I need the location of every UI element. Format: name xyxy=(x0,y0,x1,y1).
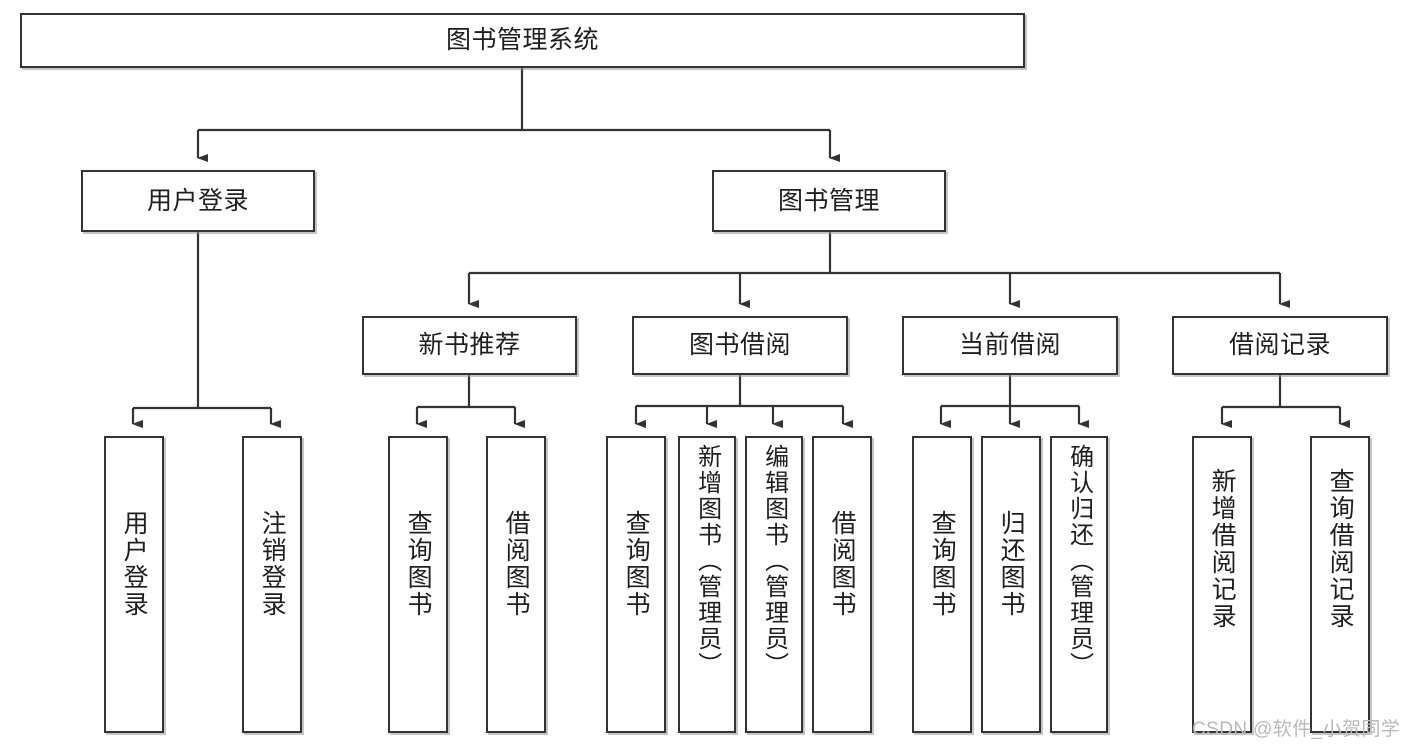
leaf-current-return-book[interactable]: 归还图书 xyxy=(981,436,1041,733)
leaf-recommend-borrow-book[interactable]: 借阅图书 xyxy=(486,436,546,733)
node-label: 图书借阅 xyxy=(688,331,791,360)
leaf-recommend-query-book[interactable]: 查询图书 xyxy=(388,436,448,733)
node-label: 归还图书 xyxy=(997,510,1026,618)
node-borrow-record[interactable]: 借阅记录 xyxy=(1172,316,1388,375)
node-label: 编辑图书（管理员） xyxy=(760,444,788,678)
node-new-book-recommend[interactable]: 新书推荐 xyxy=(362,316,577,375)
node-label: 新增图书（管理员） xyxy=(693,444,721,678)
leaf-user-login-do[interactable]: 用户登录 xyxy=(104,436,164,733)
node-label: 用户登录 xyxy=(146,186,249,215)
leaf-borrow-query-book[interactable]: 查询图书 xyxy=(606,436,666,733)
node-label: 借阅记录 xyxy=(1228,331,1331,360)
node-root-system[interactable]: 图书管理系统 xyxy=(20,13,1025,68)
node-label: 查询图书 xyxy=(404,510,433,618)
node-label: 当前借阅 xyxy=(958,331,1061,360)
node-label: 查询图书 xyxy=(928,510,957,618)
leaf-current-query-book[interactable]: 查询图书 xyxy=(912,436,972,733)
node-label: 用户登录 xyxy=(120,510,149,618)
leaf-current-confirm-return-admin[interactable]: 确认归还（管理员） xyxy=(1050,436,1108,733)
node-label: 注销登录 xyxy=(258,510,287,618)
leaf-user-logout[interactable]: 注销登录 xyxy=(242,436,302,733)
node-label: 图书管理系统 xyxy=(445,26,599,55)
node-label: 新增借阅记录 xyxy=(1208,468,1237,630)
leaf-record-query-record[interactable]: 查询借阅记录 xyxy=(1310,436,1370,733)
leaf-borrow-borrow-book[interactable]: 借阅图书 xyxy=(812,436,872,733)
node-label: 借阅图书 xyxy=(828,510,857,618)
node-book-management[interactable]: 图书管理 xyxy=(712,170,946,232)
leaf-record-add-record[interactable]: 新增借阅记录 xyxy=(1192,436,1252,733)
node-book-borrow[interactable]: 图书借阅 xyxy=(632,316,848,375)
watermark-text: CSDN @软件_小贺同学 xyxy=(1192,719,1401,740)
node-label: 查询借阅记录 xyxy=(1326,468,1355,630)
node-label: 借阅图书 xyxy=(502,510,531,618)
node-label: 图书管理 xyxy=(777,186,880,215)
leaf-borrow-edit-book-admin[interactable]: 编辑图书（管理员） xyxy=(745,436,803,733)
node-user-login[interactable]: 用户登录 xyxy=(81,170,315,232)
node-label: 确认归还（管理员） xyxy=(1065,444,1093,678)
node-current-borrow[interactable]: 当前借阅 xyxy=(902,316,1118,375)
leaf-borrow-add-book-admin[interactable]: 新增图书（管理员） xyxy=(678,436,736,733)
node-label: 查询图书 xyxy=(622,510,651,618)
node-label: 新书推荐 xyxy=(418,331,521,360)
